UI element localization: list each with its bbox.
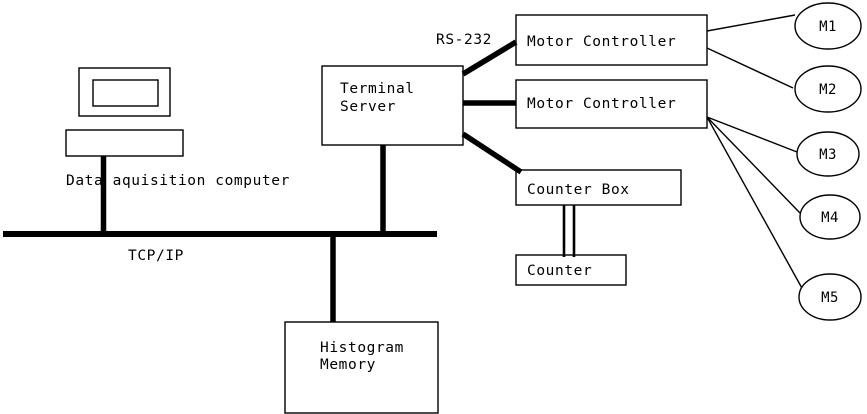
counter-box-box [515,169,682,206]
motor-m2-label: M2 [819,82,837,98]
motor-m3-label: M3 [819,147,837,163]
motor-m4-ellipse [799,194,861,240]
motor-controller-2-to-m3-link [706,116,798,153]
motor-m4-label: M4 [821,210,839,226]
terminal-server-to-motor-controller-1-link [461,39,518,77]
motor-controller-2-to-m5-link [706,116,804,291]
terminal-server-to-counter-box-link [461,131,523,175]
computer-base-unit [65,129,184,157]
motor-controller-1-to-m1-link [706,14,796,32]
counter-box-label: Counter Box [527,182,630,198]
terminal-server-label-line1: Terminal [340,81,415,97]
counter-label: Counter [527,263,592,279]
motor-controller-2-label: Motor Controller [527,96,676,112]
computer-monitor-screen [92,79,159,107]
histogram-memory-label-line1: Histogram [320,340,404,356]
motor-controller-2-to-m4-link [706,116,801,214]
counter-box [515,254,627,286]
motor-m5-label: M5 [821,290,839,306]
tcpip-link-label: TCP/IP [128,248,184,264]
motor-controller-1-to-m2-link [706,47,794,89]
motor-m2-ellipse [794,65,862,113]
terminal-server-label-line2: Server [340,99,396,115]
rs232-link-label: RS-232 [436,32,492,48]
data-acquisition-computer-label: Data aquisition computer [66,173,290,189]
motor-controller-1-box [515,14,708,66]
motor-m1-label: M1 [819,19,837,35]
motor-m5-ellipse [798,273,862,321]
motor-controller-1-label: Motor Controller [527,34,676,50]
histogram-memory-label-line2: Memory [320,357,376,373]
motor-m3-ellipse [796,131,860,177]
histogram-memory-box [284,321,439,414]
terminal-server-box [321,65,464,146]
motor-m1-ellipse [794,2,862,50]
